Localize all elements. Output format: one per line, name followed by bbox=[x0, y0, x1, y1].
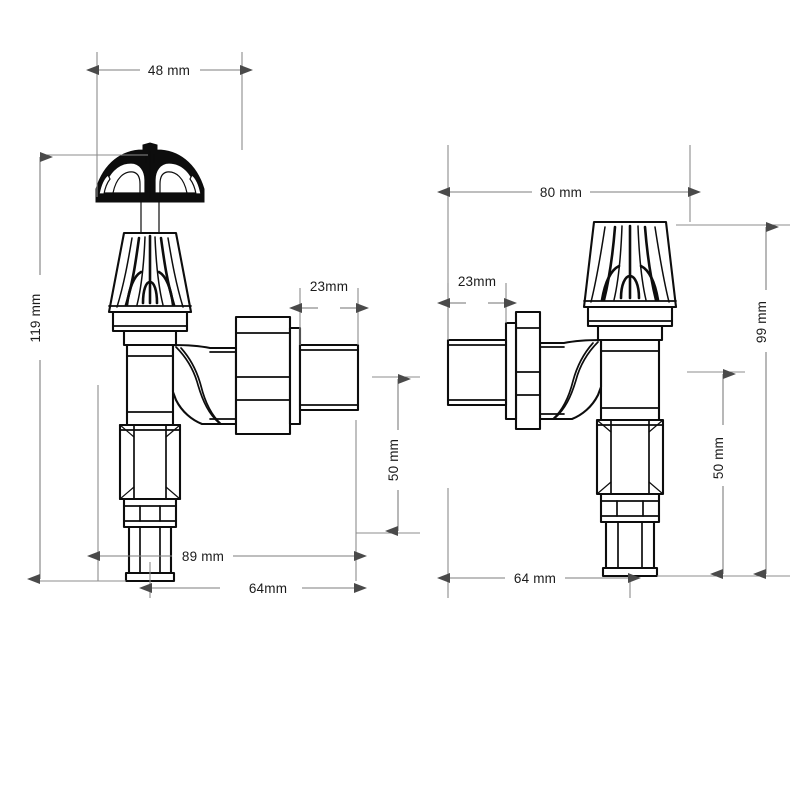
outlet-tail-left bbox=[298, 343, 360, 412]
dimension-label-64mm-left: 64mm bbox=[249, 581, 287, 596]
dimension-right-outlet: 23mm bbox=[437, 274, 517, 340]
union-nut-right bbox=[504, 310, 542, 431]
angled-valve-left bbox=[95, 142, 360, 583]
angled-valve-right bbox=[446, 220, 678, 578]
dimension-label-23mm-right: 23mm bbox=[458, 274, 496, 289]
dimension-label-23mm-left: 23mm bbox=[310, 279, 348, 294]
gland-ring-left bbox=[122, 497, 178, 529]
dimension-label-89mm: 89 mm bbox=[182, 549, 224, 564]
bottom-hex-nut-left bbox=[124, 525, 176, 583]
dimension-label-48mm: 48 mm bbox=[148, 63, 190, 78]
valve-crown-cap-left bbox=[95, 142, 205, 203]
dimension-right-height: 99 mm bbox=[657, 222, 790, 579]
dimension-right-centre-height: 50 mm bbox=[657, 369, 745, 579]
dimension-left-height: 119 mm bbox=[27, 152, 148, 584]
lower-hex-nut-right bbox=[595, 418, 665, 496]
gland-ring-right bbox=[599, 492, 661, 524]
dimension-left-width-top: 48 mm bbox=[86, 52, 253, 197]
valve-body-left bbox=[122, 329, 178, 427]
valve-body-right bbox=[596, 324, 664, 422]
outlet-tail-right bbox=[446, 338, 508, 407]
dimension-label-80mm: 80 mm bbox=[540, 185, 582, 200]
dimension-left-overall-width: 89 mm bbox=[87, 385, 367, 581]
dimension-label-50mm-left: 50 mm bbox=[386, 439, 401, 481]
bottom-hex-nut-right bbox=[601, 520, 659, 578]
dimension-label-64mm-right: 64 mm bbox=[514, 571, 556, 586]
dimension-left-inner-width: 64mm bbox=[139, 562, 367, 598]
lower-hex-nut-left bbox=[118, 423, 182, 501]
valve-knob-left bbox=[107, 231, 193, 333]
valve-knob-right bbox=[582, 220, 678, 328]
dimension-label-50mm-right: 50 mm bbox=[711, 437, 726, 479]
union-nut-left bbox=[234, 315, 302, 436]
dimension-right-overall-width: 64 mm bbox=[437, 488, 641, 598]
dimension-label-99mm: 99 mm bbox=[754, 301, 769, 343]
valve-elbow-left bbox=[171, 343, 238, 426]
dimension-label-119mm: 119 mm bbox=[28, 294, 43, 343]
valve-stem-left bbox=[140, 201, 160, 233]
valve-elbow-right bbox=[538, 338, 603, 421]
dimension-left-outlet: 23mm bbox=[289, 279, 369, 345]
dimension-left-centre-height: 50 mm bbox=[356, 374, 420, 536]
